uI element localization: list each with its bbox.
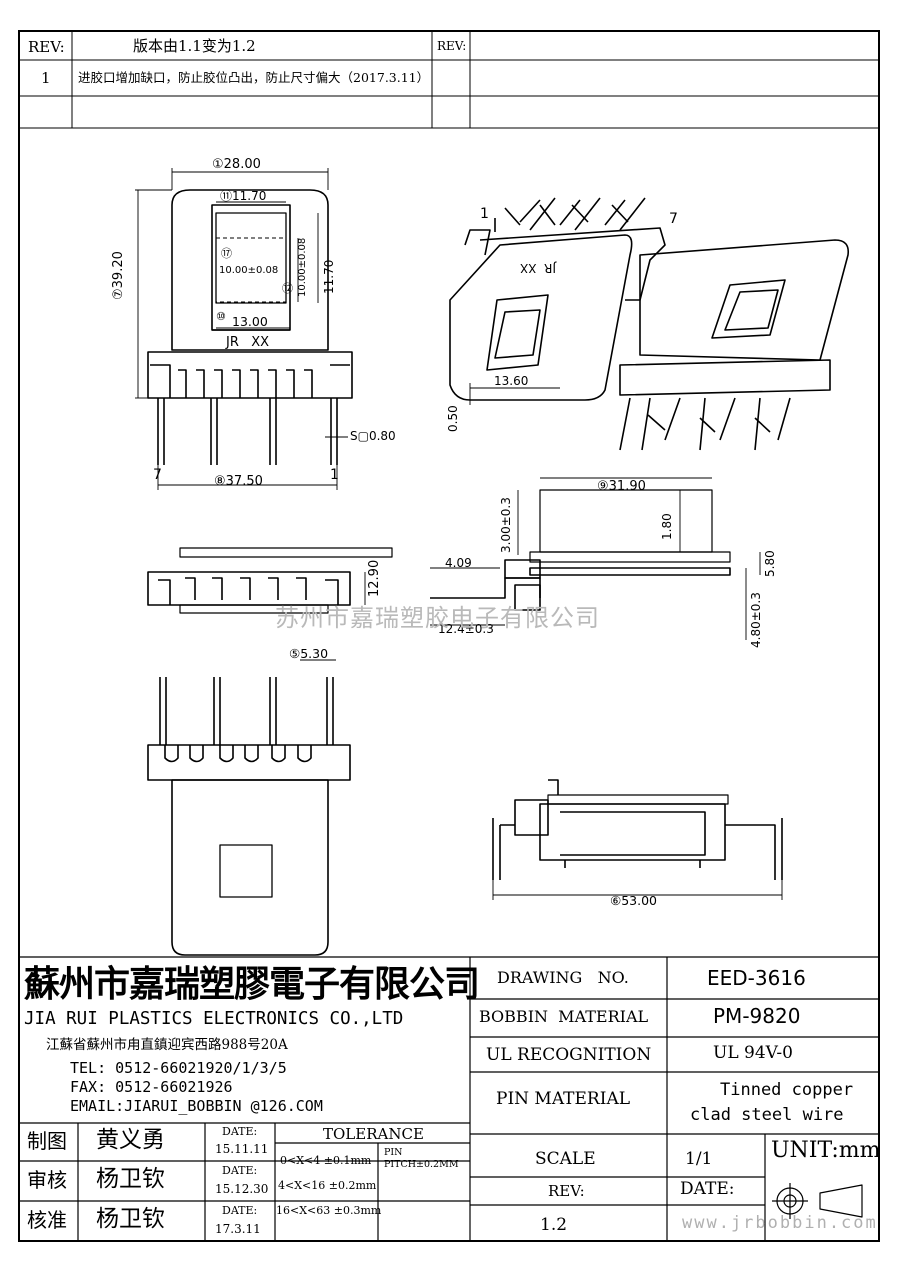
tolerance-row-1: 0<X<4 ±0.1mm [280,1154,372,1167]
dim-width: ①28.00 [212,157,261,172]
approval-date-drawn: 15.11.11 [215,1142,269,1156]
side-dim-e: 12.4±0.3 [438,622,494,636]
isometric-view [449,197,850,451]
bobbin-material-value: PM-9820 [713,1004,801,1028]
tolerance-pin-label: PIN [384,1147,403,1158]
side-dim-b: 1.80 [660,513,674,540]
approval-name-drawn: 黄义勇 [96,1127,165,1153]
circle-number-a: ⑰ [221,247,232,260]
side-dim-c: 4.09 [445,556,472,570]
dim-pin-diameter: S▢0.80 [350,429,396,443]
rev-header-label: REV: [28,38,65,56]
approval-role-drawn: 制图 [27,1129,67,1153]
tolerance-title: TOLERANCE [323,1125,424,1143]
iso-pin-last: 7 [669,211,678,227]
ul-recognition-label: UL RECOGNITION [486,1045,652,1065]
rev-header-desc: 版本由1.1变为1.2 [133,37,256,55]
dim-pin-span: ⑧37.50 [214,474,263,489]
date-label: DATE: [680,1179,735,1199]
approval-name-approved: 杨卫钦 [96,1206,165,1232]
approval-role-checked: 审核 [27,1168,67,1192]
dim-window-height: 11.70 [322,259,336,294]
side-dim-a: 3.00±0.3 [499,497,513,553]
drawing-no-value: EED-3616 [707,966,806,990]
approval-date-label-checked: DATE: [222,1164,258,1177]
bottom-view [147,677,351,956]
iso-dim-base: 13.60 [494,374,529,388]
pin-label-right: 1 [330,467,339,483]
company-name-cn: 蘇州市嘉瑞塑膠電子有限公司 [24,963,480,1005]
pin-material-label: PIN MATERIAL [496,1089,631,1109]
approval-name-checked: 杨卫钦 [96,1166,165,1192]
dim-center-square: 10.00±0.08 [219,265,279,276]
rev-label: REV: [548,1182,585,1200]
scale-value: 1/1 [685,1149,713,1169]
approval-date-approved: 17.3.11 [215,1222,261,1236]
side-view [147,547,393,614]
bobbin-material-label: BOBBIN MATERIAL [479,1007,649,1026]
scale-label: SCALE [535,1149,596,1169]
approval-date-label-approved: DATE: [222,1204,258,1217]
company-name-en: JIA RUI PLASTICS ELECTRONICS CO.,LTD [24,1009,404,1029]
drawing-frame [18,30,880,1242]
side-dim-d: 5.80 [763,550,777,577]
bottom-dim-pitch: ⑤5.30 [289,646,329,661]
dim-window-width: ⑪11.70 [220,189,267,203]
unit-label: UNIT:mm [771,1138,881,1163]
lower-side-view [492,779,783,880]
watermark-url: www.jrbobbin.com [682,1213,878,1233]
circle-number-c: ⑩ [216,310,226,323]
iso-dim-thickness: 0.50 [446,405,460,432]
dim-bottom: 13.00 [232,314,268,329]
rev-row1-description: 进胶口增加缺口，防止胶位凸出，防止尺寸偏大（2017.3.11） [78,70,430,85]
tolerance-pin-pitch: PITCH±0.2MM [384,1159,459,1170]
company-email: EMAIL:JIARUI_BOBBIN @126.COM [70,1097,323,1115]
iso-pin-first: 1 [480,206,489,222]
side-dim-height: 12.90 [367,559,382,597]
company-address: 江蘇省蘇州市甪直鎮迎宾西路988号20A [46,1037,288,1053]
approval-date-label-drawn: DATE: [222,1125,258,1138]
approval-date-checked: 15.12.30 [215,1182,269,1196]
watermark-company: 苏州市嘉瑞塑胶电子有限公司 [275,604,600,632]
rev-row1-number: 1 [41,69,51,87]
dim-height: ⑦39.20 [111,251,126,300]
company-tel: TEL: 0512-66021920/1/3/5 [70,1059,287,1077]
rev-value: 1.2 [540,1215,568,1235]
iso-marking: JR XX [520,261,556,275]
pin-label-left: 7 [153,467,162,483]
front-view [147,189,353,465]
company-fax: FAX: 0512-66021926 [70,1078,233,1096]
profile-view [430,489,731,611]
circle-number-b: ⑫ [282,282,293,295]
lower-dim-total: ⑥53.00 [610,893,657,908]
dim-center-square-vertical: 10.00±0.08 [297,237,308,297]
approval-role-approved: 核准 [27,1208,67,1232]
side-dim-top: ⑨31.90 [597,479,646,494]
ul-recognition-value: UL 94V-0 [713,1043,793,1063]
front-marking: JR XX [226,335,270,350]
tolerance-row-3: 16<X<63 ±0.3mm [276,1204,382,1217]
rev-header-label-2: REV: [437,39,467,53]
drawing-no-label: DRAWING NO. [497,968,629,987]
pin-material-line-2: clad steel wire [690,1105,844,1125]
tolerance-row-2: 4<X<16 ±0.2mm [278,1179,377,1192]
side-dim-f: 4.80±0.3 [749,592,763,648]
pin-material-line-1: Tinned copper [720,1080,854,1100]
